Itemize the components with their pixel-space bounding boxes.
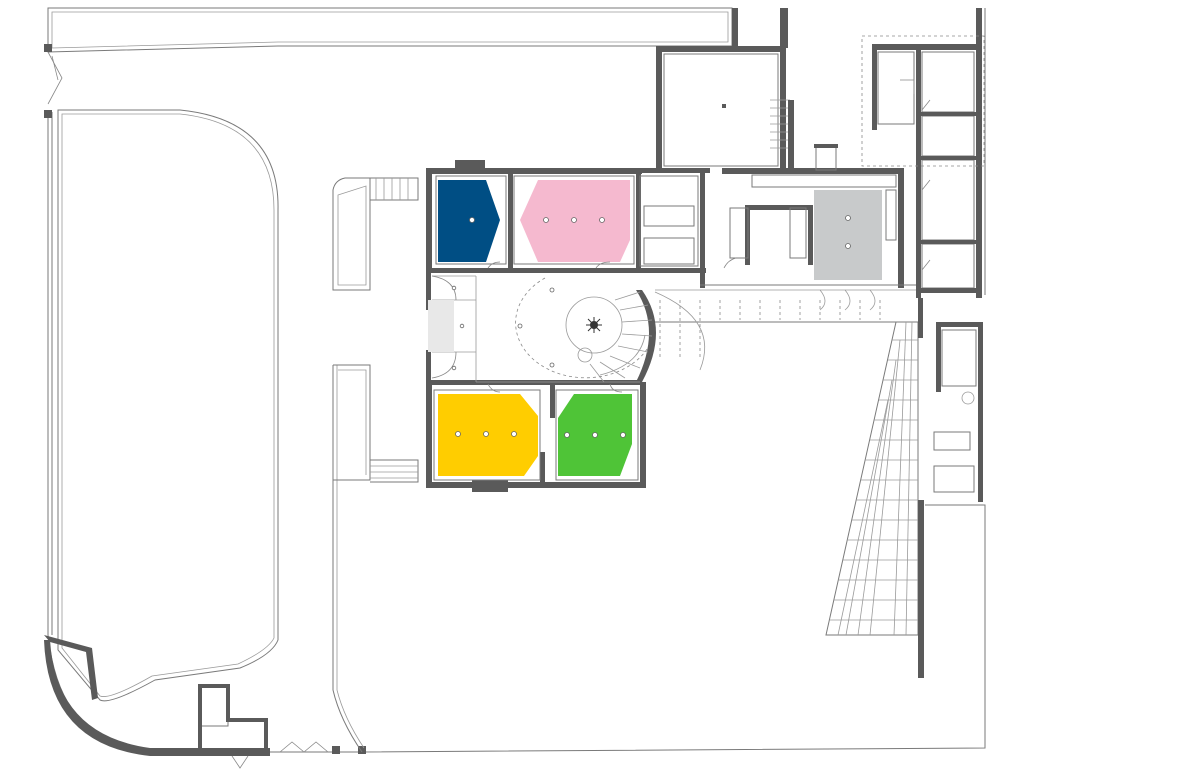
corner-pavilion: [44, 635, 366, 769]
house-walls: [426, 160, 646, 492]
room-green: [555, 389, 639, 481]
garden-lawn: [57, 109, 279, 702]
room-pink: [513, 175, 635, 265]
service-wing: [636, 168, 921, 371]
garage-block: [656, 8, 838, 171]
door-swing-icon: [487, 257, 737, 393]
grid-paving-icon: [825, 321, 919, 636]
east-rooms: [861, 8, 985, 298]
pergola-grid: [655, 289, 920, 360]
chandelier-icon: [586, 317, 602, 333]
room-blue: [435, 175, 507, 265]
driveway: [332, 177, 419, 753]
central-hall: [428, 275, 656, 383]
southeast-outbuilding: [918, 298, 983, 678]
room-yellow: [433, 389, 541, 481]
